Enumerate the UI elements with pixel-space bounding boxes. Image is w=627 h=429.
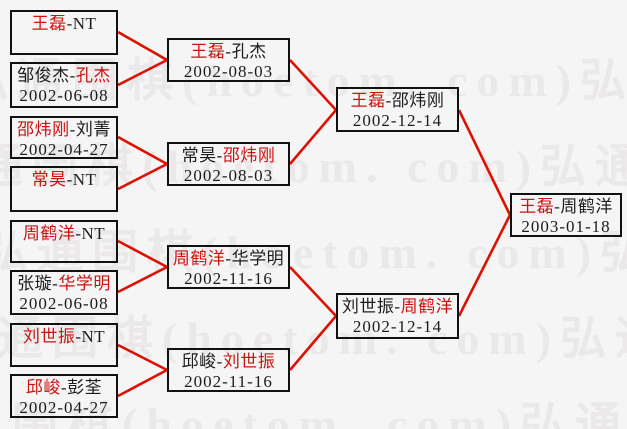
match-players: 周鹤洋-华学明 bbox=[169, 249, 288, 269]
player-name: -邵炜刚 bbox=[385, 91, 445, 110]
winner-name: 邱峻 bbox=[25, 378, 61, 397]
watermark-text: 弘通围棋(hoetom. com)弘通围棋(hoetom. com) bbox=[0, 313, 627, 364]
connector-line bbox=[117, 265, 168, 294]
player-name: 常昊- bbox=[181, 146, 223, 165]
match-date: 2002-08-03 bbox=[183, 62, 274, 81]
connector-line bbox=[457, 109, 512, 216]
watermark-text: 弘通围棋(hoetom. com)弘通围棋(hoetom. com) bbox=[0, 399, 627, 429]
winner-name: 王磊 bbox=[350, 91, 386, 110]
connector-line bbox=[289, 59, 337, 111]
connector-line bbox=[117, 135, 168, 166]
match-players: 刘世振-周鹤洋 bbox=[338, 297, 457, 317]
match-players: 王磊-孔杰 bbox=[169, 42, 288, 62]
player-name: 邱峻- bbox=[181, 352, 223, 371]
winner-name: 王磊 bbox=[31, 14, 67, 33]
winner-name: 邵炜刚 bbox=[222, 146, 276, 165]
player-name: 张璇- bbox=[17, 274, 59, 293]
match-players: 张璇-华学明 bbox=[12, 274, 116, 294]
match-players: 邵炜刚-刘菁 bbox=[12, 120, 116, 140]
player-name: -NT bbox=[66, 14, 97, 33]
match-players: 常昊-邵炜刚 bbox=[169, 146, 288, 166]
match-players: 王磊-邵炜刚 bbox=[338, 91, 457, 111]
connector-line bbox=[117, 368, 168, 398]
match-players: 王磊-NT bbox=[12, 14, 116, 34]
player-name: -孔杰 bbox=[225, 42, 267, 61]
match-players: 常昊-NT bbox=[12, 170, 116, 190]
player-name: -彭荃 bbox=[60, 378, 103, 397]
winner-name: 孔杰 bbox=[75, 66, 111, 85]
match-date: 2003-01-18 bbox=[521, 217, 611, 236]
winner-name: 周鹤洋 bbox=[22, 224, 76, 243]
match-box-r1-1: 王磊-NT bbox=[10, 10, 118, 55]
match-players: 刘世振-NT bbox=[12, 327, 116, 347]
winner-name: 邵炜刚 bbox=[17, 120, 70, 139]
match-date: 2002-06-08 bbox=[19, 294, 109, 313]
connector-line bbox=[117, 239, 168, 269]
connector-line bbox=[117, 30, 168, 62]
winner-name: 常昊 bbox=[31, 170, 67, 189]
player-name: -NT bbox=[75, 327, 106, 346]
winner-name: 王磊 bbox=[519, 197, 555, 216]
winner-name: 刘世振 bbox=[22, 327, 76, 346]
connector-line bbox=[289, 109, 337, 165]
match-players: 邱峻-刘世振 bbox=[169, 352, 288, 372]
connector-line bbox=[117, 162, 168, 191]
player-name: -NT bbox=[75, 224, 106, 243]
player-name: -华学明 bbox=[225, 249, 285, 268]
winner-name: 刘世振 bbox=[222, 352, 276, 371]
connector-line bbox=[117, 58, 168, 87]
player-name: -周鹤洋 bbox=[554, 197, 613, 216]
match-date: 2002-11-16 bbox=[184, 269, 273, 288]
connector-line bbox=[117, 343, 168, 372]
match-date: 2002-04-27 bbox=[19, 140, 109, 159]
match-date: 2002-11-16 bbox=[184, 372, 273, 391]
player-name: -刘菁 bbox=[69, 120, 111, 139]
match-box-r1-5: 周鹤洋-NT bbox=[10, 220, 118, 263]
match-players: 王磊-周鹤洋 bbox=[512, 197, 620, 217]
match-box-r1-4: 常昊-NT bbox=[10, 166, 118, 212]
connector-line bbox=[289, 315, 337, 371]
match-date: 2002-12-14 bbox=[352, 111, 443, 130]
match-players: 邹俊杰-孔杰 bbox=[12, 66, 116, 86]
winner-name: 周鹤洋 bbox=[172, 249, 226, 268]
player-name: 邹俊杰- bbox=[17, 66, 76, 85]
match-date: 2002-12-14 bbox=[352, 317, 443, 336]
match-date: 2002-08-03 bbox=[183, 166, 274, 185]
winner-name: 王磊 bbox=[190, 42, 226, 61]
match-date: 2002-04-27 bbox=[19, 398, 109, 417]
winner-name: 周鹤洋 bbox=[400, 297, 454, 316]
match-box-r1-7: 刘世振-NT bbox=[10, 323, 118, 367]
connector-line bbox=[457, 214, 512, 317]
player-name: 刘世振- bbox=[341, 297, 401, 316]
match-players: 邱峻-彭荃 bbox=[12, 378, 116, 398]
match-date: 2002-06-08 bbox=[19, 86, 109, 105]
winner-name: 华学明 bbox=[58, 274, 111, 293]
connector-line bbox=[289, 266, 337, 317]
player-name: -NT bbox=[66, 170, 97, 189]
match-players: 周鹤洋-NT bbox=[12, 224, 116, 244]
